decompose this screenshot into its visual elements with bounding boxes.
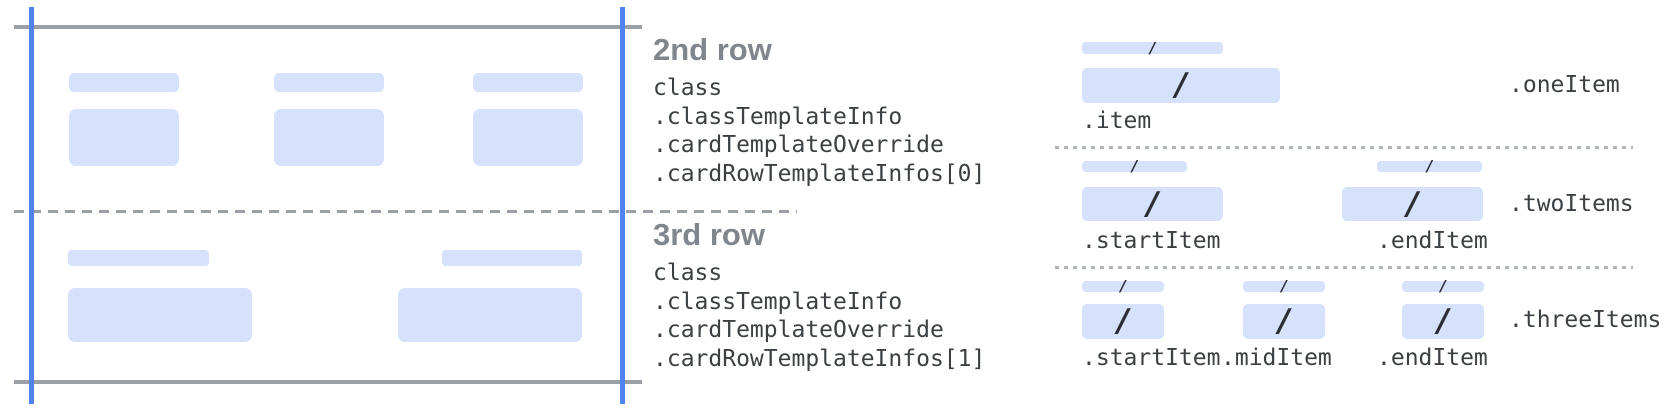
code-line: .cardTemplateOverride (653, 317, 944, 344)
slash-icon: / (1149, 38, 1156, 57)
item-selector-label: .endItem (1377, 228, 1488, 254)
legend-item-value-bar: / (1082, 68, 1280, 103)
field-label-bar (442, 250, 582, 266)
legend-item-label-bar: / (1082, 38, 1223, 57)
code-line: .cardRowTemplateInfos[1] (653, 346, 986, 373)
field-value-box (398, 288, 582, 342)
slash-icon: / (1146, 185, 1159, 222)
code-line: .classTemplateInfo (653, 103, 903, 130)
legend-item-value-bar: / (1243, 304, 1325, 339)
legend-item-value-bar: / (1402, 304, 1484, 339)
legend-item-value-bar: / (1082, 187, 1223, 221)
card-top-rule (14, 25, 642, 29)
row-selector-label: .threeItems (1509, 307, 1662, 333)
item-selector-label: .endItem (1377, 345, 1488, 371)
row3-heading: 3rd row (653, 217, 765, 252)
card-right-edge-line (620, 7, 625, 404)
slash-icon: / (1278, 303, 1290, 339)
slash-icon: / (1440, 277, 1446, 295)
legend-item-label-bar: / (1377, 157, 1482, 175)
field-label-bar (69, 73, 179, 92)
legend-item-label-bar: / (1082, 157, 1187, 175)
row3-class-path: class .classTemplateInfo .cardTemplateOv… (653, 259, 985, 374)
field-value-box (274, 109, 384, 166)
legend-divider-dotted (1055, 266, 1633, 269)
legend-divider-dotted (1055, 146, 1633, 149)
field-value-box (68, 288, 252, 342)
card-row-divider-dashed (14, 210, 797, 213)
slash-icon: / (1175, 67, 1187, 103)
legend-item-label-bar: / (1402, 277, 1484, 295)
code-line: .cardRowTemplateInfos[0] (653, 161, 986, 188)
slash-icon: / (1131, 157, 1138, 175)
field-value-box (473, 109, 583, 166)
card-bottom-rule (14, 380, 642, 384)
field-label-bar (68, 250, 209, 266)
code-line: class (653, 260, 723, 286)
item-selector-label: .startItem (1082, 228, 1221, 254)
slash-icon: / (1117, 303, 1129, 339)
field-value-box (69, 109, 179, 166)
slash-icon: / (1120, 277, 1126, 295)
field-label-bar (473, 73, 583, 92)
legend-item-label-bar: / (1243, 277, 1325, 295)
row-selector-label: .oneItem (1509, 72, 1620, 98)
item-selector-label: .startItem (1082, 345, 1221, 371)
field-label-bar (274, 73, 384, 92)
code-line: class (653, 75, 723, 101)
legend-item-value-bar: / (1342, 187, 1483, 221)
slash-icon: / (1426, 157, 1433, 175)
item-selector-label: .item (1082, 108, 1152, 134)
slash-icon: / (1281, 277, 1287, 295)
item-selector-label: .midItem (1221, 345, 1332, 371)
row2-heading: 2nd row (653, 32, 772, 67)
code-line: .classTemplateInfo (653, 288, 903, 315)
row-selector-label: .twoItems (1509, 191, 1634, 217)
legend-item-value-bar: / (1082, 304, 1164, 339)
legend-item-label-bar: / (1082, 277, 1164, 295)
code-line: .cardTemplateOverride (653, 132, 944, 159)
slash-icon: / (1437, 303, 1449, 339)
row2-class-path: class .classTemplateInfo .cardTemplateOv… (653, 74, 985, 189)
slash-icon: / (1406, 185, 1419, 222)
card-left-edge-line (29, 7, 34, 404)
